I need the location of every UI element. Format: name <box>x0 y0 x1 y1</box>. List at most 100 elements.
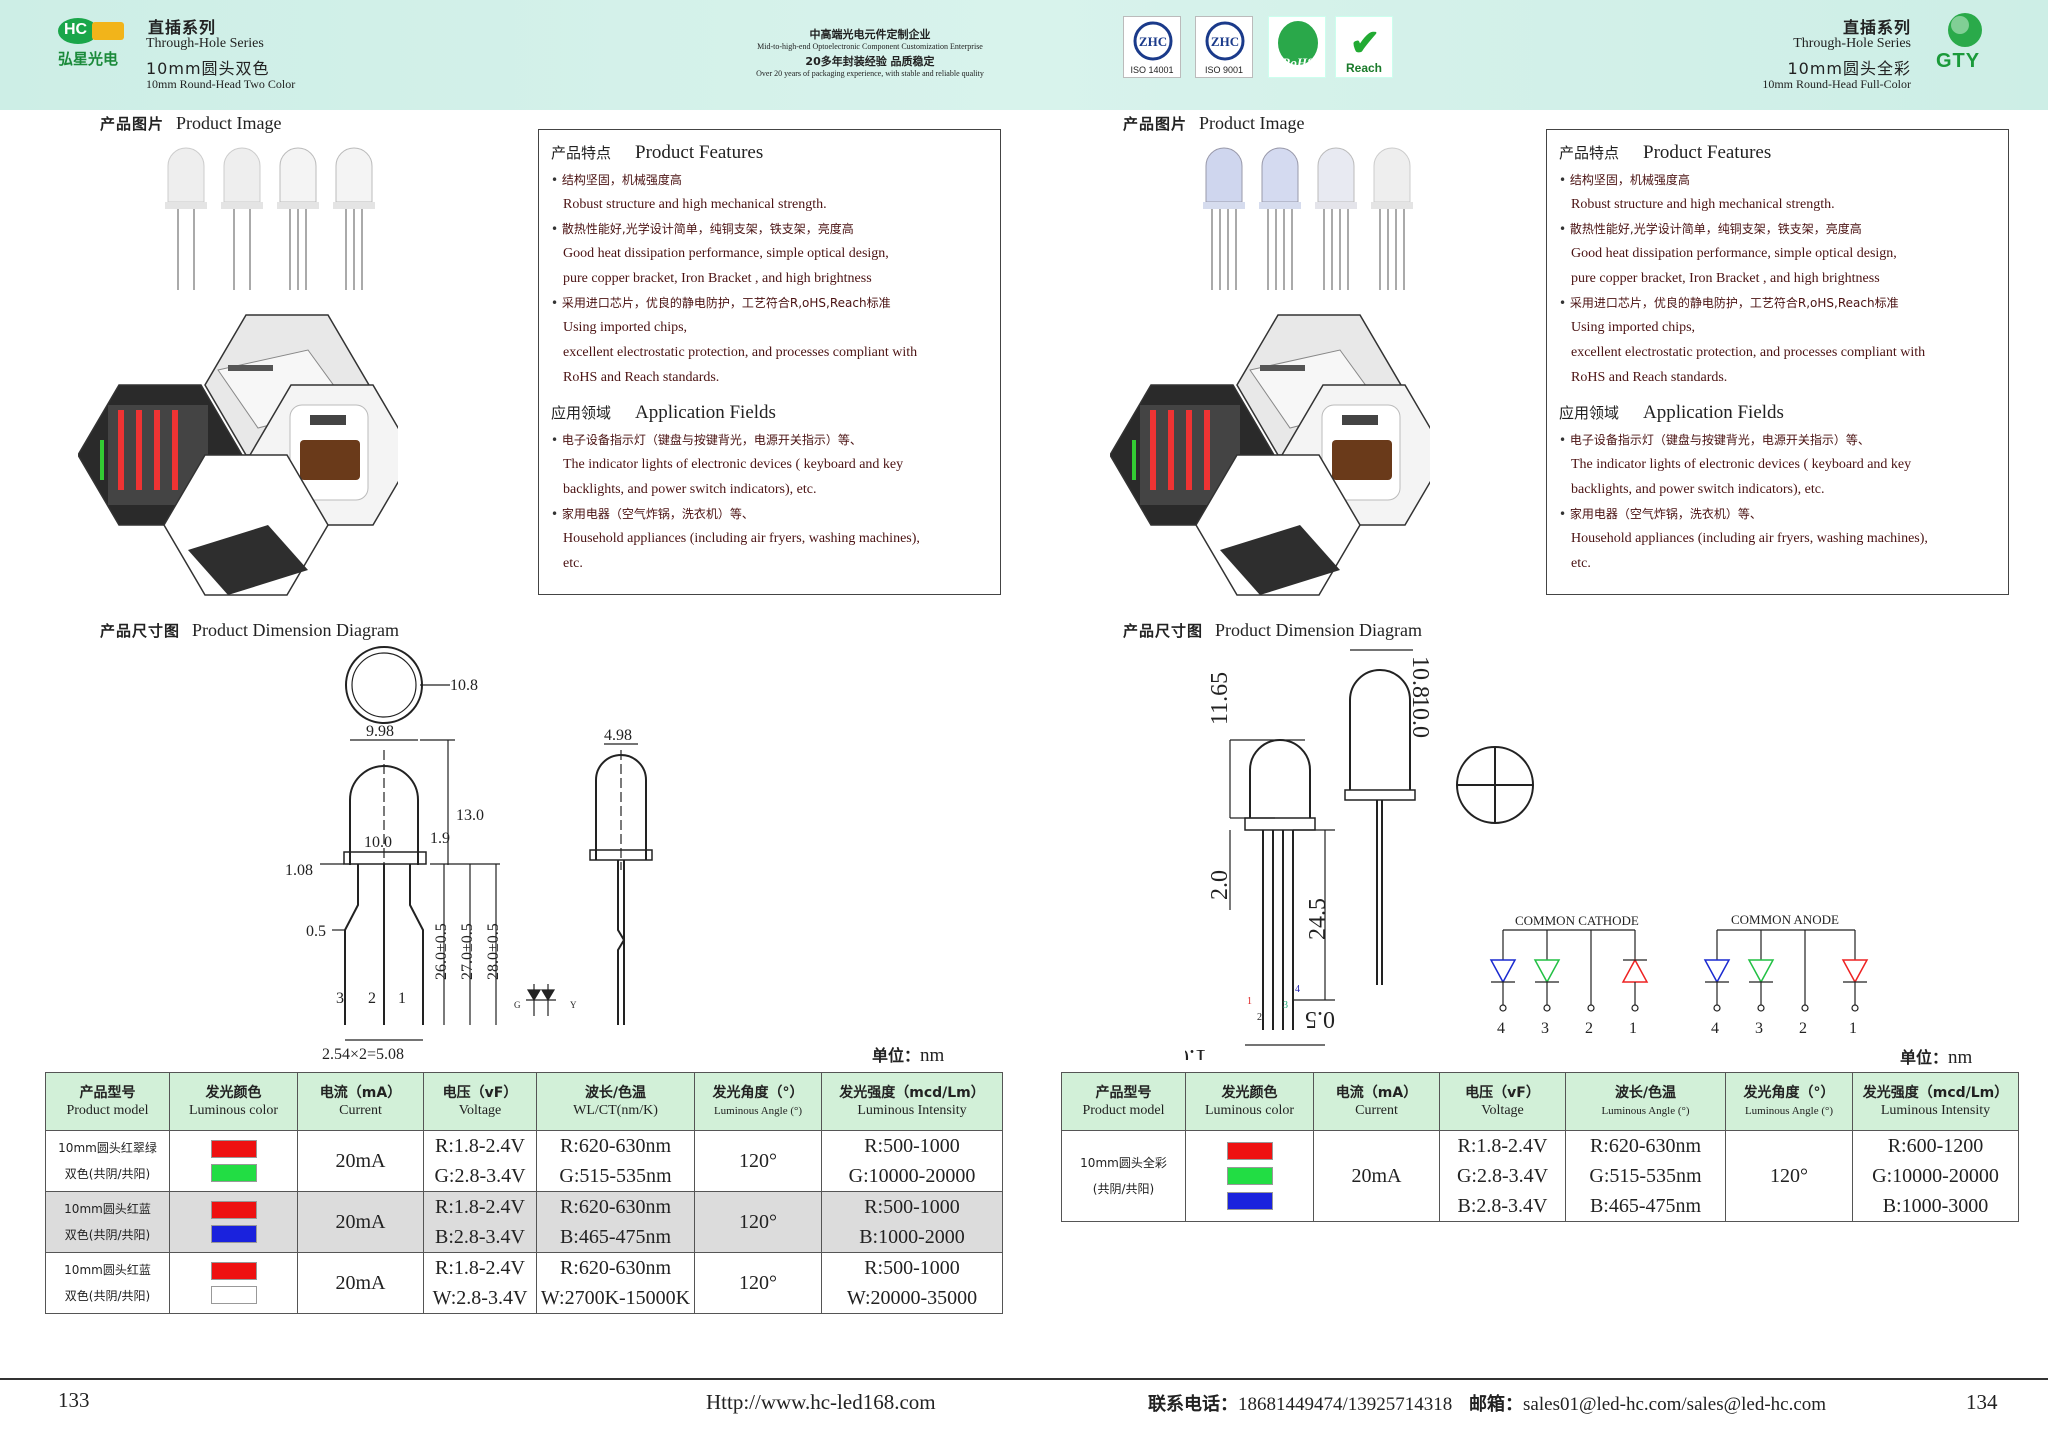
svg-text:RoHS: RoHS <box>1281 55 1315 70</box>
email-address[interactable]: sales01@led-hc.com/sales@led-hc.com <box>1523 1394 1827 1415</box>
unit-value: nm <box>920 1045 945 1066</box>
section-cn: 产品图片 <box>1123 115 1188 133</box>
top-view-circle <box>1456 746 1534 824</box>
application-item-cn: 家用电器（空气炸锅，洗衣机）等、 <box>1559 502 1996 526</box>
page-number-left: 133 <box>58 1388 90 1412</box>
right-product-image-title: 产品图片 Product Image <box>1123 113 1304 134</box>
circuit-number: 2 <box>1799 1020 1807 1037</box>
common-anode-circuit <box>1703 929 1869 1012</box>
dim-label: 0.5 <box>1305 1006 1335 1032</box>
circuit-label: COMMON CATHODE <box>1515 913 1639 928</box>
application-item-cn: 电子设备指示灯（键盘与按键背光，电源开关指示）等、 <box>1559 428 1996 452</box>
laptop-hexagon <box>1195 454 1361 596</box>
right-dimension-diagram: 11.65 2.0 1 2 3 4 24.5 0.5 1.0 10.8 10.0… <box>1185 649 1869 1060</box>
website-link[interactable]: Http://www.hc-led168.com <box>706 1390 936 1414</box>
application-item-en: Household appliances (including air frye… <box>1571 531 1928 546</box>
left-product-image-title: 产品图片 Product Image <box>100 113 281 134</box>
section-en: Product Image <box>1199 113 1305 133</box>
dim-label: 2.0 <box>1207 870 1233 900</box>
svg-text:ZHC: ZHC <box>1211 34 1239 49</box>
column-header-cn: 发光强度（mcd/Lm） <box>1862 1084 2009 1101</box>
angle-value: 120° <box>739 1211 777 1233</box>
right-product-cn: 10mm圆头全彩 <box>1787 59 1911 78</box>
right-led-photo <box>1203 147 1413 290</box>
wavelength-value: B:465-475nm <box>559 1226 672 1248</box>
wavelength-value: G:515-535nm <box>1589 1165 1702 1187</box>
feature-item-cn: 散热性能好,光学设计简单，纯铜支架，铁支架，亮度高 <box>1559 217 1996 241</box>
model-line: 双色(共阴/共阳) <box>64 1167 151 1181</box>
voltage-value: G:2.8-3.4V <box>434 1165 526 1187</box>
model-line: 10mm圆头红蓝 <box>64 1202 151 1216</box>
application-item-en: etc. <box>563 556 583 571</box>
cert-label: Reach <box>1345 61 1383 75</box>
color-swatch <box>210 1140 257 1158</box>
dim-label: 10.8 <box>450 677 478 694</box>
section-cn: 产品图片 <box>100 115 165 133</box>
phone-label: 联系电话： <box>1148 1394 1238 1415</box>
wavelength-value: G:515-535nm <box>559 1165 672 1187</box>
applications-title-cn: 应用领域 <box>1559 404 1620 422</box>
iso9001-badge: ZHC ISO 9001 <box>1195 16 1253 78</box>
column-header-en: Voltage <box>1481 1102 1524 1118</box>
column-header-cn: 电压（vF） <box>1465 1084 1540 1101</box>
column-header-cn: 电流（mA） <box>1335 1084 1418 1101</box>
circuit-number: 3 <box>1541 1020 1549 1037</box>
feature-item-en: Good heat dissipation performance, simpl… <box>1571 246 1897 261</box>
circuit-number: 3 <box>1755 1020 1763 1037</box>
intensity-value: R:600-1200 <box>1887 1135 1984 1157</box>
feature-item-cn: 结构坚固，机械强度高 <box>551 168 988 192</box>
column-header-cn: 发光颜色 <box>1221 1084 1278 1101</box>
section-en: Product Dimension Diagram <box>1215 620 1422 640</box>
section-cn: 产品尺寸图 <box>100 622 181 640</box>
dim-label: 10.0 <box>364 834 392 851</box>
left-dimension-diagram: 10.8 9.98 10.0 13.0 1.9 1.08 0.5 3 2 1 2… <box>285 646 653 1060</box>
column-header-cn: 波长/色温 <box>584 1084 647 1101</box>
column-header: 电压（vF）Voltage <box>1439 1072 1566 1131</box>
dim-label: 1.08 <box>285 862 313 879</box>
section-en: Product Image <box>176 113 282 133</box>
column-header-en: Product model <box>66 1102 149 1118</box>
pin-label: Y <box>570 1000 577 1010</box>
model-line: 10mm圆头红翠绿 <box>58 1141 157 1155</box>
current-value: 20mA <box>1351 1165 1402 1187</box>
current-cell: 20mA <box>297 1130 424 1192</box>
dim-label: 27.0±0.5 <box>459 923 476 980</box>
feature-item-en: Robust structure and high mechanical str… <box>1571 197 1835 212</box>
led-bulb <box>165 147 207 290</box>
application-item-cn: 电子设备指示灯（键盘与按键背光，电源开关指示）等、 <box>551 428 988 452</box>
common-cathode-circuit <box>1489 929 1649 1012</box>
page-number-right: 134 <box>1966 1390 1998 1414</box>
features-title-cn: 产品特点 <box>1559 144 1620 162</box>
application-item-en: The indicator lights of electronic devic… <box>563 457 904 472</box>
model-cell: 10mm圆头红蓝双色(共阴/共阳) <box>45 1191 170 1253</box>
led-bulb <box>1259 147 1301 290</box>
application-item-en: backlights, and power switch indicators)… <box>563 482 817 497</box>
voltage-value: R:1.8-2.4V <box>1457 1135 1548 1157</box>
led-bulb <box>1371 147 1413 290</box>
model-cell: 10mm圆头红翠绿双色(共阴/共阳) <box>45 1130 170 1192</box>
current-cell: 20mA <box>297 1191 424 1253</box>
slogan-cn-1: 中高端光电元件定制企业 <box>809 28 931 41</box>
application-item-en: etc. <box>1571 556 1591 571</box>
applications-title-en: Application Fields <box>1643 402 1784 423</box>
feature-item-en: Good heat dissipation performance, simpl… <box>563 246 889 261</box>
wavelength-value: R:620-630nm <box>559 1257 672 1279</box>
voltage-value: W:2.8-3.4V <box>432 1287 528 1309</box>
wavelength-value: R:620-630nm <box>559 1135 672 1157</box>
angle-cell: 120° <box>694 1130 822 1192</box>
model-cell: 10mm圆头全彩(共阴/共阳) <box>1061 1130 1186 1222</box>
dim-label: 10.8 <box>1407 656 1433 698</box>
color-cell <box>1185 1130 1314 1222</box>
column-header: 发光角度（°）Luminous Angle (°) <box>694 1072 822 1131</box>
left-product-en: 10mm Round-Head Two Color <box>146 77 296 91</box>
dim-label: 28.0±0.5 <box>485 923 502 980</box>
current-cell: 20mA <box>297 1252 424 1314</box>
